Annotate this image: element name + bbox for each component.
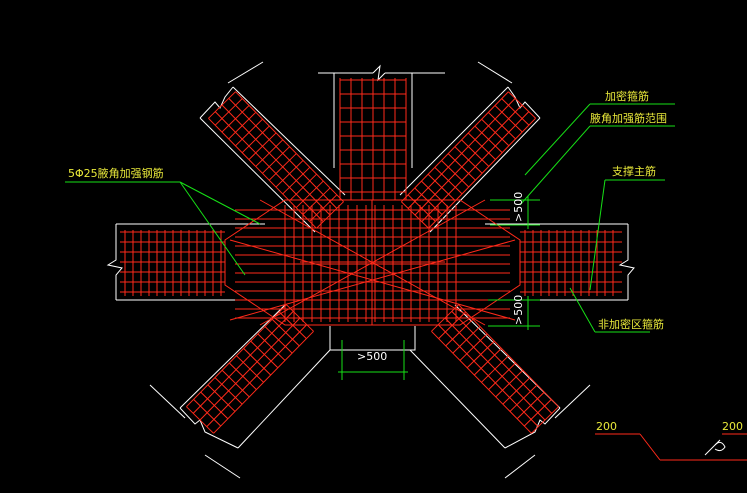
- rebar-line: [243, 348, 272, 376]
- rebar-line: [445, 318, 474, 347]
- label-stirrup-dense: 加密箍筋: [605, 89, 649, 103]
- label-haunch-range: 腋角加强筋范围: [590, 111, 667, 125]
- dim-lower: >500: [512, 295, 525, 325]
- rebar-line: [516, 391, 545, 420]
- rebar-line: [481, 355, 509, 383]
- rebar-line: [282, 166, 311, 195]
- rebar-line: [481, 118, 510, 147]
- rebar-line: [473, 348, 502, 376]
- rebar-line: [228, 362, 257, 390]
- rebar-line: [474, 125, 503, 153]
- label-non-dense-stirrup: 非加密区箍筋: [598, 317, 664, 331]
- rebar-line: [207, 384, 236, 412]
- rebar-line: [236, 355, 264, 383]
- rebar-line: [501, 98, 530, 126]
- rebar-line: [214, 377, 243, 405]
- rebar-line: [495, 369, 524, 398]
- rebar-line: [434, 167, 463, 195]
- detail-right-dim: 200: [722, 420, 743, 433]
- rebar-line: [241, 125, 270, 154]
- label-support-main-bar: 支撑主筋: [612, 164, 656, 178]
- rebar-line: [427, 173, 456, 202]
- member-outlines: [106, 61, 635, 479]
- rebar-line: [466, 340, 495, 369]
- rebar-line: [193, 399, 222, 427]
- detail-left-dim: 200: [596, 420, 617, 433]
- rebar-line: [221, 369, 250, 398]
- rebar-line: [316, 201, 344, 229]
- dim-bottom: >500: [357, 350, 387, 363]
- rebar-line: [452, 326, 481, 354]
- rebar-line: [309, 194, 338, 222]
- rebar-line: [248, 132, 277, 160]
- rebar-line: [461, 139, 490, 167]
- rebar-line: [523, 399, 552, 427]
- rebar-line: [421, 180, 450, 208]
- rebar-line: [431, 304, 459, 332]
- rebar-line: [200, 391, 229, 420]
- rebar-line: [255, 139, 284, 167]
- rebar-line: [214, 98, 243, 126]
- rebar-grid: [120, 78, 622, 434]
- label-haunch-bar: 5Φ25腋角加强钢筋: [68, 166, 164, 180]
- rebar-line: [407, 194, 436, 222]
- rebar-line: [235, 118, 263, 147]
- rebar-line: [401, 201, 429, 229]
- haunch-region: [224, 199, 521, 326]
- rebar-line: [447, 153, 476, 181]
- rebar-line: [454, 146, 483, 174]
- rebar-line: [295, 180, 324, 209]
- rebar-line: [221, 105, 250, 133]
- rebar-line: [268, 153, 297, 181]
- rebar-line: [286, 304, 314, 332]
- rebar-line: [487, 112, 516, 140]
- rebar-line: [186, 406, 214, 434]
- dim-upper: >500: [512, 192, 525, 222]
- rebar-line: [494, 105, 523, 133]
- rebar-line: [531, 406, 559, 434]
- rebar-line: [208, 91, 236, 119]
- rebar-line: [250, 340, 279, 369]
- rebar-line: [459, 333, 488, 361]
- rebar-line: [488, 362, 517, 390]
- rebar-line: [502, 377, 531, 405]
- rebar-line: [264, 326, 293, 354]
- rebar-line: [289, 173, 317, 202]
- rebar-line: [467, 132, 496, 160]
- rebar-line: [275, 160, 304, 188]
- rebar-line: [508, 91, 536, 119]
- rebar-line: [302, 187, 331, 215]
- rebar-line: [257, 333, 286, 361]
- rebar-line: [414, 187, 443, 215]
- rebar-line: [228, 111, 257, 140]
- rebar-line: [271, 318, 300, 347]
- rebar-line: [441, 160, 470, 188]
- rebar-line: [262, 146, 290, 174]
- hook-detail: [595, 433, 747, 461]
- rebar-line: [509, 384, 538, 412]
- leader-lines: [65, 103, 675, 380]
